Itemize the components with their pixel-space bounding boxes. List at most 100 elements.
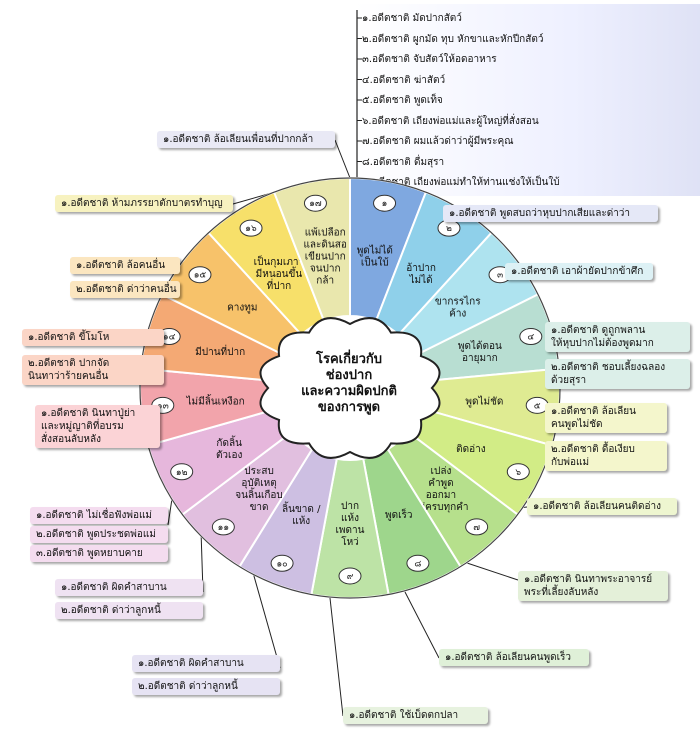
cause-label: ๑.อดีตชาติ พูดสบถว่าหุบปากเสียและด่าว่า (443, 205, 658, 222)
segment-number: ๑๐ (276, 559, 287, 569)
segment-label: พูดไม่ชัด (465, 395, 503, 407)
segment-label: ขากรรไกร (435, 296, 481, 308)
connector-line (404, 591, 440, 659)
segment-label: ลิ้นขาด / (282, 501, 321, 515)
cause-label: ๑.อดีตชาติ ห้ามภรรยาตักบาตรทำบุญ (55, 195, 233, 212)
center-cloud (259, 317, 441, 459)
segment-label: เป็นกุมเภาว์ (254, 254, 305, 268)
segment-number: ๑๕ (194, 271, 207, 281)
segment-label: ติดอ่าง (456, 444, 486, 455)
segment-label: แห้ง (292, 515, 310, 527)
cause-label-line: ๒.อดีตชาติ ด่าว่าลูกหนี้ (138, 681, 238, 692)
cause-label-line: ๒.อดีตชาติ พูดประชดพ่อแม่ (36, 529, 156, 540)
segment-label: คำพูด (428, 478, 453, 489)
center-title-line: ของการพูด (317, 400, 381, 415)
cause-label: ๑.อดีตชาติ ล้อเลียนคนติดอ่าง (527, 498, 677, 515)
segment-number-bubble (465, 518, 489, 536)
cause-label-line: สั่งสอนลับหลัง (41, 434, 102, 445)
segment-number: ๕ (534, 401, 541, 411)
cause-label-line: ๒.อดีตชาติ ด่าว่าลูกหนี้ (61, 605, 161, 616)
segment-number: ๖ (515, 468, 521, 478)
segment-label: เปล่ง (431, 466, 452, 477)
cause-label: ๑.อดีตชาติ ไม่เชื่อฟังพ่อแม่ (30, 507, 168, 524)
cause-label-line: ๑.อดีตชาติ เอาผ้ายัดปากข้าศึก (511, 266, 644, 277)
cause-label: ๑.อดีตชาติ ล้อเลียนเพื่อนที่ปากกล้า (157, 131, 335, 148)
cause-label: ๑.อดีตชาติ นินทาพระอาจารย์พระที่เลี้ยงลั… (518, 571, 668, 601)
cause-label-line: กับพ่อแม่ (551, 457, 590, 468)
segment-label: ออกมา (426, 490, 456, 501)
cause-label: ๓.อดีตชาติ พูดหยาบคาย (30, 545, 168, 562)
cause-label-line: นินทาว่าร้ายคนอื่น (28, 371, 109, 382)
cause-label: ๒.อดีตชาติ ดื้อเงียบกับพ่อแม่ (545, 441, 667, 471)
top-cause-item: ๕.อดีตชาติ พูดเท็จ (362, 95, 443, 106)
cause-label-line: ๑.อดีตชาติ ล้อเลียนเพื่อนที่ปากกล้า (163, 134, 314, 145)
cause-label-line: ๒.อดีตชาติ ปากจัด (28, 358, 110, 369)
segment-label: เขียนปาก (305, 250, 346, 262)
segment-label: กัดลิ้น (216, 435, 242, 449)
segment-label: มีปานที่ปาก (195, 344, 245, 358)
cause-label: ๑.อดีตชาติ ผิดคำสาบาน (132, 655, 280, 672)
top-cause-item: ๔.อดีตชาติ ฆ่าสัตว์ (362, 74, 446, 86)
cause-label: ๑.อดีตชาติ ล้อเลียนคนพูดเร็ว (439, 649, 589, 666)
segment-label: มีหนอนขึ้น (256, 266, 303, 280)
segment-number: ๑ (382, 199, 388, 209)
segment-label: ขาด (250, 502, 269, 513)
cause-label-line: ๑.อดีตชาติ ผิดคำสาบาน (61, 582, 167, 593)
segment-label: เป็นใบ้ (361, 254, 389, 268)
cause-label-line: ๑.อดีตชาติ ล้อเลียนคนติดอ่าง (533, 501, 661, 512)
segment-label: ประสบ (244, 466, 274, 477)
segment-label: ค้าง (449, 308, 466, 320)
segment-number: ๘ (414, 559, 421, 569)
cause-label-line: ๑.อดีตชาติ ห้ามภรรยาตักบาตรทำบุญ (61, 198, 223, 209)
top-cause-item: ๗.อดีตชาติ ผมแล้วด่าว่าผู้มีพระคุณ (362, 136, 514, 147)
cause-label-line: ๑.อดีตชาติ ไม่เชื่อฟังพ่อแม่ (36, 510, 153, 521)
top-cause-item: ๘.อดีตชาติ ดื่มสุรา (362, 156, 445, 168)
segment-label: ไม่มีลิ้นเหงือก (186, 393, 245, 407)
segment-label: และดินสอ (303, 239, 346, 250)
segment-label: จนปาก (310, 263, 341, 274)
segment-number-bubble (211, 518, 235, 536)
segment-number: ๔ (527, 333, 534, 343)
center-title-line: และความผิดปกติ (301, 384, 397, 399)
cause-label-line: ๑.อดีตชาติ ดูถูกพลาน (551, 325, 646, 336)
cause-label-line: ๑.อดีตชาติ นินทาพระอาจารย์ (524, 574, 653, 585)
cause-label-line: ๑.อดีตชาติ พูดสบถว่าหุบปากเสียและด่าว่า (449, 208, 631, 219)
connector-line (457, 559, 519, 581)
segment-label: อ้าปาก (406, 262, 436, 274)
segment-label: แพ้เปลือก (305, 226, 346, 238)
cause-label-line: ๑.อดีตชาติ ใช้เบ็ดตกปลา (349, 710, 459, 721)
segment-label: อุบัติเหตุ (241, 478, 276, 489)
segment-label: แห้ง (341, 512, 359, 524)
segment-number: ๑๗ (309, 199, 322, 209)
cause-label-line: ๒.อดีตชาติ ด่าว่าคนอื่น (76, 284, 177, 295)
top-cause-item: ๓.อดีตชาติ จับสัตว์ให้อดอาหาร (362, 54, 497, 65)
segment-label: จนลิ้นเกือบ (235, 487, 283, 501)
segment-number-bubble (170, 463, 194, 481)
segment-number: ๑๓ (157, 401, 169, 411)
cause-label: ๒.อดีตชาติ ด่าว่าลูกหนี้ (55, 602, 203, 619)
segment-number-bubble (506, 463, 530, 481)
cause-label: ๒.อดีตชาติ ชอบเลี้ยงฉลองด้วยสุรา (545, 359, 690, 389)
segment-label: เพดาน (336, 525, 365, 536)
cause-label-line: ๑.อดีตชาติ ผิดคำสาบาน (138, 658, 244, 669)
segment-number: ๑๒ (176, 468, 188, 478)
segment-label: พูดเร็ว (385, 507, 413, 521)
segment-label: ไม่ได้ (408, 274, 432, 286)
cause-label: ๒.อดีตชาติ ปากจัดนินทาว่าร้ายคนอื่น (22, 355, 164, 385)
top-cause-item: ๙.อดีตชาติ เถียงพ่อแม่ทำให้ท่านแช่งให้เป… (362, 177, 560, 188)
cause-label-line: ให้หุบปากไม่ต้องพูดมาก (551, 338, 654, 349)
segment-label: ที่ปาก (267, 278, 292, 292)
segment-number-bubble (188, 266, 212, 284)
cause-label-line: ๑.อดีตชาติ ขี้โมโห (28, 332, 110, 343)
connector-line (334, 139, 351, 179)
segment-label: อายุมาก (462, 353, 498, 364)
cause-label-line: ๓.อดีตชาติ พูดหยาบคาย (36, 548, 143, 559)
cause-label-line: พระที่เลี้ยงลับหลัง (524, 587, 599, 598)
cause-label: ๑.อดีตชาติ ใช้เบ็ดตกปลา (343, 707, 488, 724)
cause-label: ๑.อดีตชาติ ล้อเลียนคนพูดไม่ชัด (545, 403, 667, 433)
segment-number-bubble (406, 554, 430, 572)
cause-label-line: ๑.อดีตชาติ นินทาปู่ย่า (41, 408, 136, 419)
segment-number: ๗ (473, 523, 480, 533)
segment-label: พูดได้ตอน (458, 340, 502, 352)
